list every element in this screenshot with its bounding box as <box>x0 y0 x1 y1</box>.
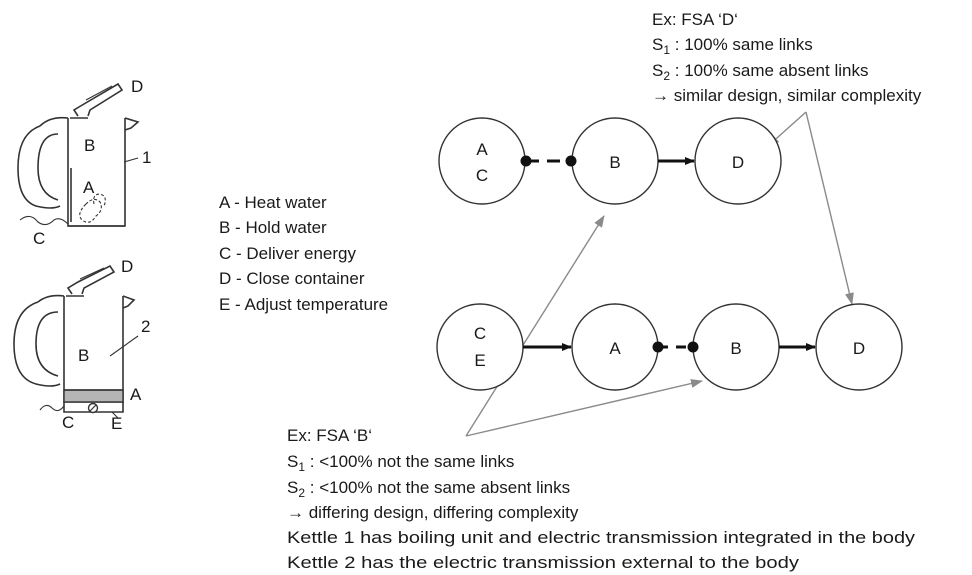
kettle-2-sketch: D B 2 A C E <box>13 257 150 433</box>
kettle1-label-c: C <box>33 229 45 248</box>
connector-line <box>465 379 703 437</box>
node-label: C <box>476 166 488 185</box>
s2-subscript: 2 <box>663 69 670 83</box>
comparison-lines <box>465 111 854 437</box>
link-endpoint-dot <box>652 341 664 353</box>
kettle1-label-a: A <box>83 178 95 197</box>
node-label: C <box>474 324 486 343</box>
kettle2-label-d: D <box>121 257 133 276</box>
annotation-conclusion: → similar design, similar complexity <box>652 86 922 105</box>
s1-subscript: 1 <box>298 460 305 474</box>
legend-item: E - Adjust temperature <box>219 295 388 314</box>
kettle-1-sketch: D B A C 1 <box>17 77 151 248</box>
annotation-title: Ex: FSA ‘B‘ <box>287 426 372 445</box>
node-label: D <box>853 339 865 358</box>
connector-line <box>805 111 854 305</box>
similarity-s1: S1 : <100% not the same links <box>287 452 514 474</box>
link-endpoint-dot <box>520 155 532 167</box>
legend-item: B - Hold water <box>219 218 327 237</box>
annotation-fsa-d: Ex: FSA ‘D‘ S1 : 100% same links S2 : 10… <box>652 10 922 105</box>
node-label: B <box>609 153 620 172</box>
fsa-node <box>436 303 524 391</box>
similarity-s1: S1 : 100% same links <box>652 35 813 57</box>
node-label: A <box>476 140 488 159</box>
annotation-fsa-b: Ex: FSA ‘B‘ S1 : <100% not the same link… <box>287 426 916 572</box>
node-label: E <box>474 351 485 370</box>
kettle1-label-d: D <box>131 77 143 96</box>
kettle2-label-b: B <box>78 346 89 365</box>
annotation-title: Ex: FSA ‘D‘ <box>652 10 738 29</box>
s2-text: : 100% same absent links <box>670 61 868 80</box>
kettle2-label-c: C <box>62 413 74 432</box>
kettle2-number: 2 <box>141 317 150 336</box>
kettle2-label-a: A <box>130 385 142 404</box>
fsa-top-chain: A C B D <box>438 117 782 205</box>
annotation-note: Kettle 2 has the electric transmission e… <box>287 553 800 572</box>
annotation-note: Kettle 1 has boiling unit and electric t… <box>287 528 916 547</box>
node-label: D <box>732 153 744 172</box>
legend-item: C - Deliver energy <box>219 244 356 263</box>
fsa-node <box>815 303 903 391</box>
fsa-node <box>694 117 782 205</box>
link-endpoint-dot <box>687 341 699 353</box>
similarity-s2: S2 : <100% not the same absent links <box>287 478 570 500</box>
kettle1-label-b: B <box>84 136 95 155</box>
s2-subscript: 2 <box>298 486 305 500</box>
node-label: B <box>730 339 741 358</box>
legend-item: D - Close container <box>219 269 365 288</box>
fsa-bottom-chain: C E A B D <box>436 303 903 391</box>
similarity-s2: S2 : 100% same absent links <box>652 61 868 83</box>
s1-text: : 100% same links <box>670 35 813 54</box>
annotation-conclusion: → differing design, differing complexity <box>287 503 579 522</box>
kettle1-number: 1 <box>142 148 151 167</box>
kettle2-label-e: E <box>111 414 122 433</box>
node-label: A <box>609 339 621 358</box>
function-legend: A - Heat water B - Hold water C - Delive… <box>219 193 388 314</box>
s1-text: : <100% not the same links <box>305 452 514 471</box>
link-endpoint-dot <box>565 155 577 167</box>
s1-subscript: 1 <box>663 43 670 57</box>
legend-item: A - Heat water <box>219 193 327 212</box>
connector-line <box>465 215 605 437</box>
s2-text: : <100% not the same absent links <box>305 478 570 497</box>
fsa-node <box>438 117 526 205</box>
